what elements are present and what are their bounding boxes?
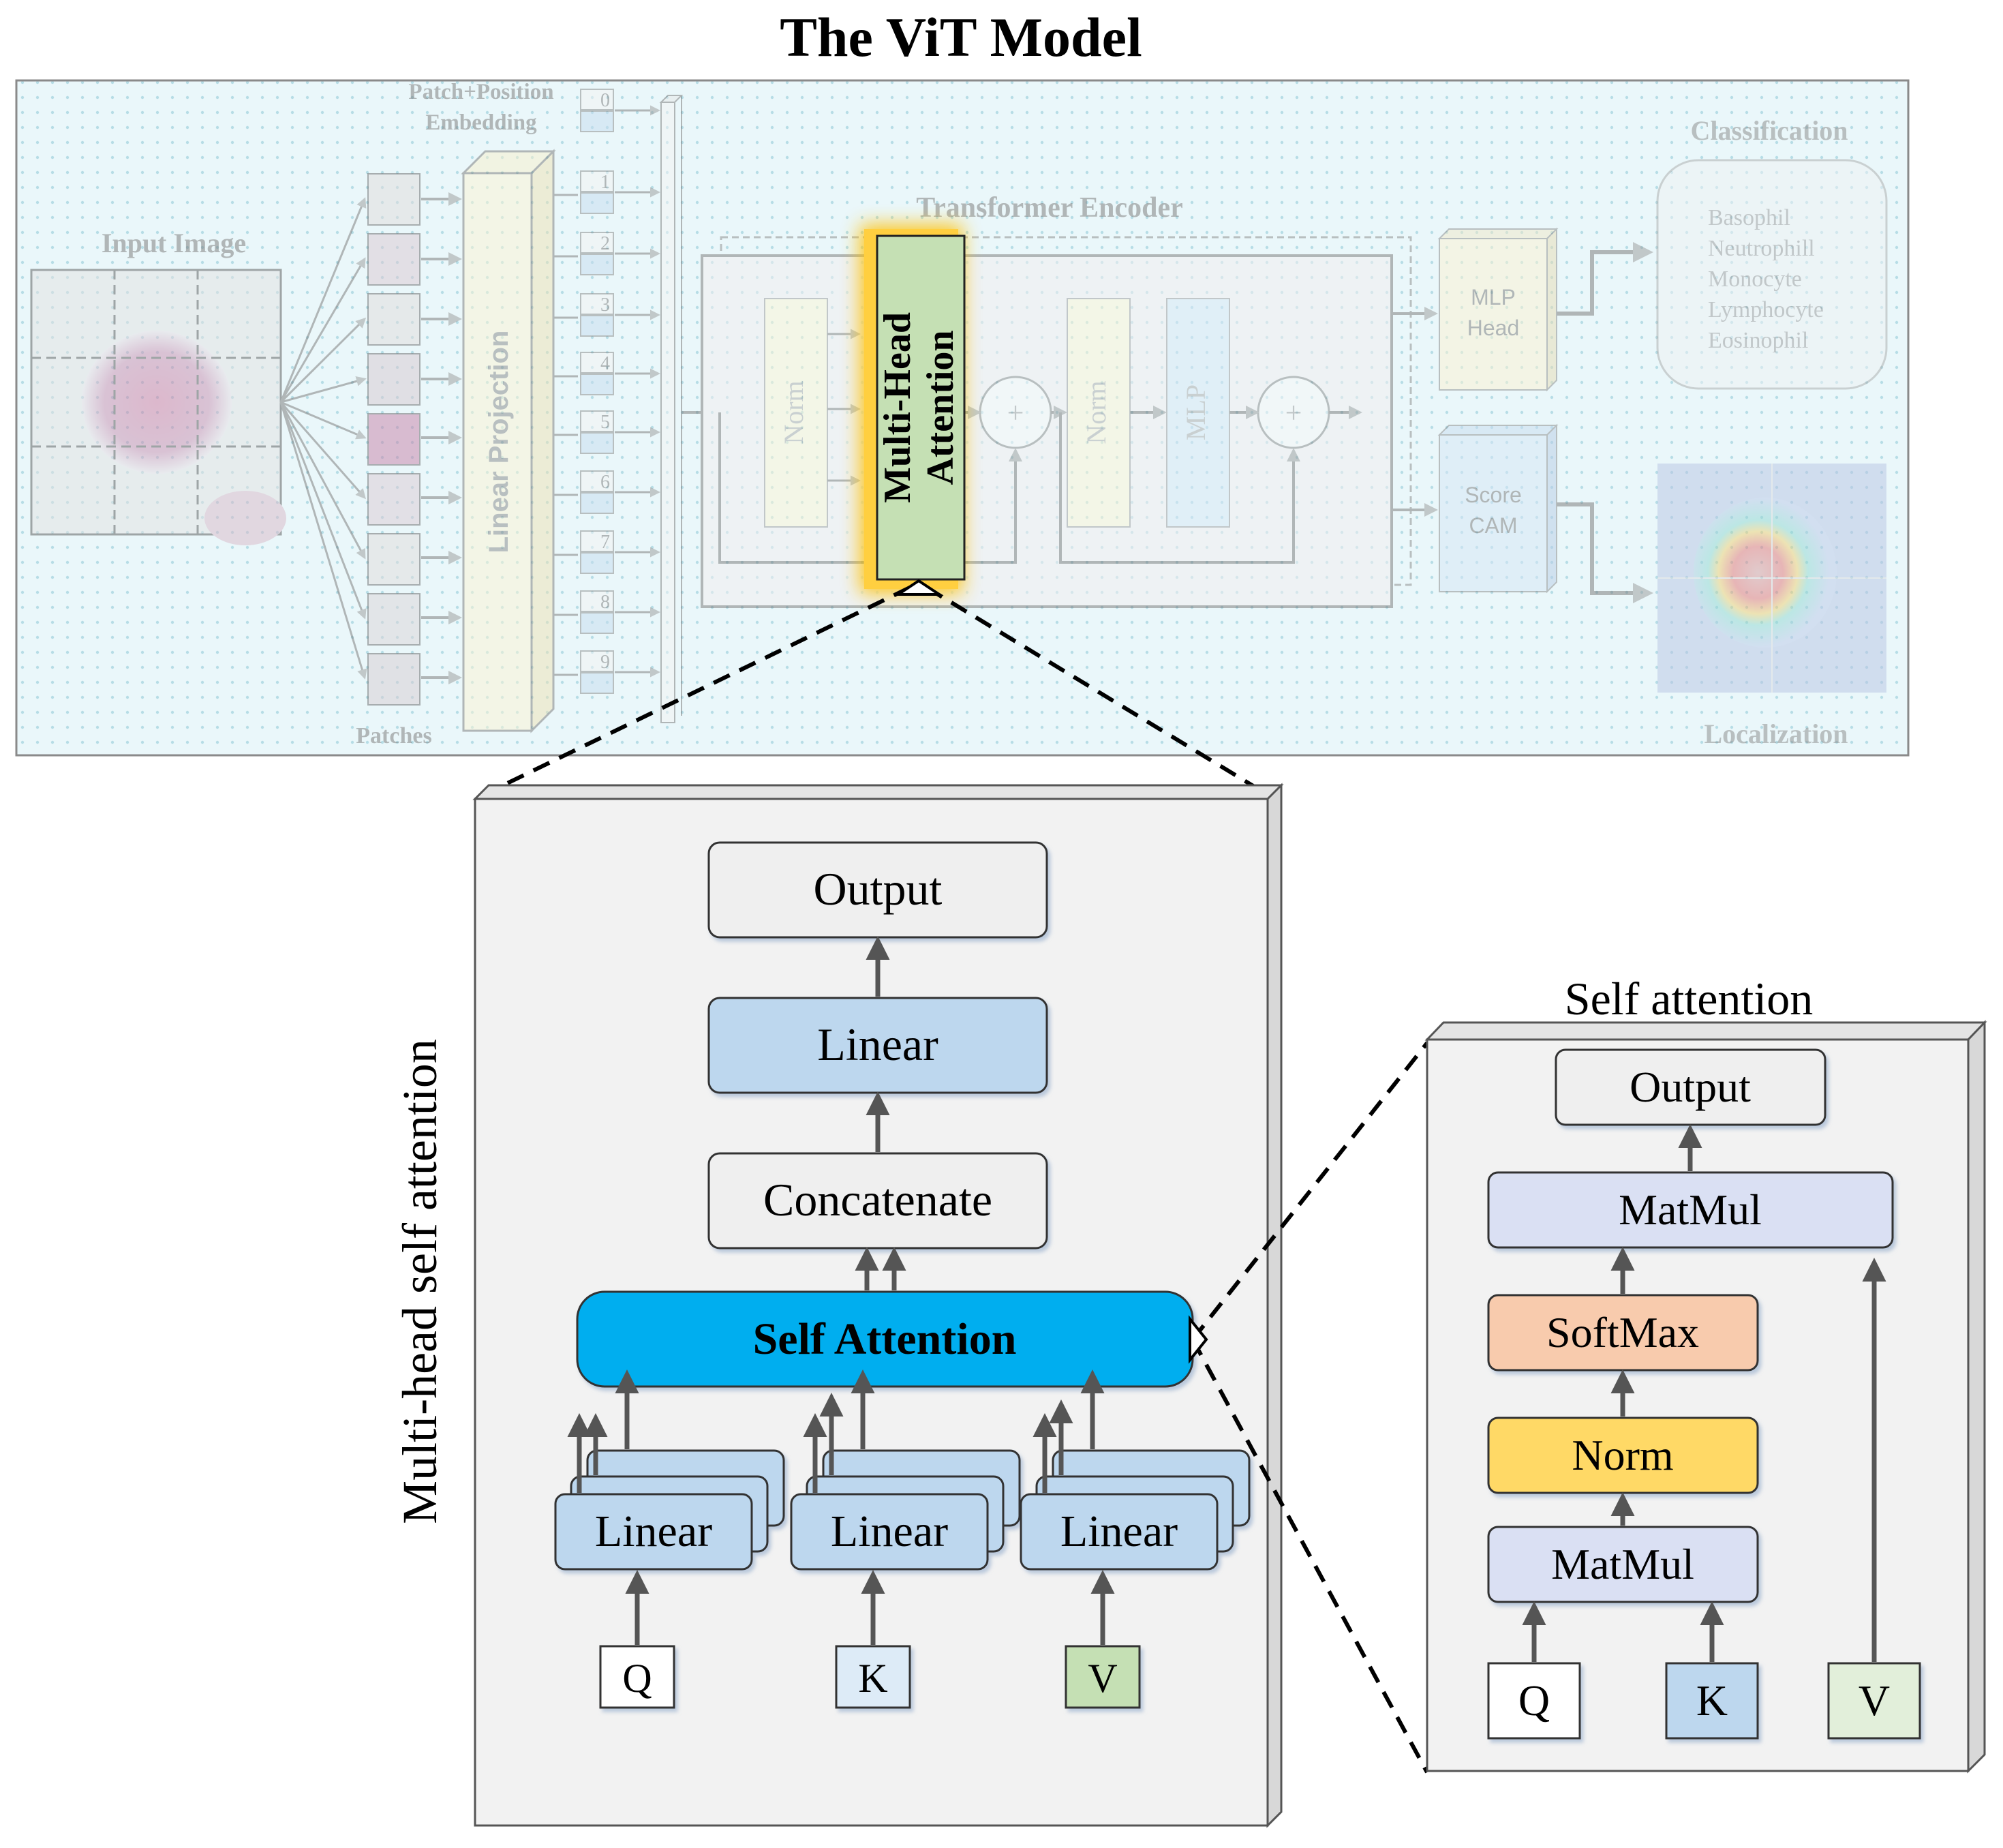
classification-box	[1656, 159, 1888, 390]
mhsa-linear-v-label: Linear	[1060, 1506, 1178, 1556]
head-output-arrows	[1557, 242, 1653, 603]
mhsa-concatenate-label: Concatenate	[763, 1174, 992, 1226]
score-cam-label-line1: Score	[1465, 483, 1522, 507]
mha-highlight: Multi-Head Attention	[860, 225, 966, 593]
mhsa-vertical-arrows	[855, 936, 906, 1290]
encoder-mlp-label: MLP	[1180, 384, 1211, 440]
zoom-notch	[893, 579, 944, 596]
mhsa-linear-k-stack	[790, 1449, 1021, 1571]
mhsa-output-label: Output	[814, 863, 943, 915]
sa-k-input	[1665, 1662, 1759, 1740]
mhsa-self-attention-label: Self Attention	[753, 1314, 1017, 1364]
position-indices: 0 1 2 3 4 5 6 7 8 9	[600, 90, 610, 673]
class-item: Monocyte	[1708, 267, 1802, 292]
position-index: 6	[600, 472, 610, 493]
mlp-head-label-line2: Head	[1467, 316, 1520, 340]
position-index: 4	[600, 353, 610, 374]
mhsa-q-label: Q	[622, 1656, 652, 1701]
mlp-head-block	[1437, 227, 1559, 392]
mhsa-q-input	[599, 1645, 675, 1709]
mhsa-linear-q-stack	[554, 1449, 785, 1571]
sa-softmax-label: SoftMax	[1546, 1308, 1699, 1357]
sa-zoom-notch	[1189, 1315, 1208, 1364]
position-embedding-tokens	[580, 89, 614, 694]
patch-to-projection-arrows	[421, 192, 462, 684]
position-index: 7	[600, 532, 610, 553]
linear-projection-label: Linear Projection	[484, 331, 514, 554]
mhsa-input-arrows	[625, 1570, 1115, 1645]
classification-label: Classification	[1690, 115, 1848, 146]
sa-k-label: K	[1696, 1676, 1728, 1725]
sa-norm-label: Norm	[1572, 1431, 1673, 1479]
mhsa-k-input	[835, 1645, 911, 1709]
sa-v-input	[1827, 1662, 1921, 1740]
sa-matmul-bottom-label: MatMul	[1551, 1540, 1694, 1588]
mhsa-linear-to-attention-arrows	[567, 1369, 1105, 1493]
position-index: 5	[600, 412, 610, 433]
sa-arrows	[1522, 1124, 1886, 1662]
encoder-norm2-label: Norm	[1081, 380, 1112, 444]
encoder-norm1-box	[764, 298, 828, 528]
zoom-lines-mha	[474, 586, 1283, 805]
position-index: 2	[600, 233, 610, 254]
encoder-norm2-box	[1067, 298, 1131, 528]
sa-q-input	[1487, 1662, 1581, 1740]
position-index: 8	[600, 592, 610, 613]
mha-block	[876, 234, 966, 581]
encoder-add2-symbol: +	[1285, 396, 1302, 429]
mha-label-line1: Multi-Head	[876, 312, 919, 503]
sa-panel	[1424, 1020, 1987, 1774]
patch-fan-lines	[279, 197, 367, 680]
embedding-label-line2: Embedding	[425, 110, 537, 135]
mhsa-linear-top-label: Linear	[817, 1018, 938, 1070]
norm1-to-mha-arrows	[827, 329, 861, 486]
encoder-add1-symbol: +	[1007, 396, 1024, 429]
mhsa-side-label: Multi-head self attention	[393, 1039, 447, 1524]
projection-to-token-arrows	[553, 194, 578, 676]
vit-overview-content: Input Image	[30, 80, 1888, 749]
position-index: 1	[600, 172, 610, 193]
mhsa-k-label: K	[858, 1656, 887, 1701]
patches-label: Patches	[356, 723, 431, 748]
sa-matmul-top-box	[1487, 1171, 1894, 1249]
class-list: Basophil Neutrophill Monocyte Lymphocyte…	[1708, 205, 1824, 353]
token-to-stack-arrows	[615, 105, 660, 678]
mhsa-linear-v-stack	[1020, 1449, 1251, 1571]
score-cam-block	[1437, 423, 1559, 594]
sa-v-label: V	[1859, 1676, 1890, 1725]
sa-matmul-bottom-box	[1487, 1526, 1759, 1603]
class-item: Basophil	[1708, 205, 1790, 230]
mhsa-linear-k-label: Linear	[831, 1506, 948, 1556]
transformer-encoder-label: Transformer Encoder	[916, 192, 1183, 224]
score-cam-label-line2: CAM	[1469, 513, 1517, 538]
embedding-label-line1: Patch+Position	[408, 80, 553, 104]
linear-projection-block	[461, 149, 556, 733]
sa-output-label: Output	[1630, 1063, 1751, 1111]
encoder-norm1-label: Norm	[778, 380, 809, 444]
mha-label-line2: Attention	[919, 330, 962, 485]
position-index: 0	[600, 90, 610, 111]
sa-title: Self attention	[1565, 973, 1813, 1025]
class-item: Eosinophil	[1708, 328, 1808, 353]
class-item: Neutrophill	[1708, 236, 1815, 261]
mhsa-linear-q-label: Linear	[595, 1506, 712, 1556]
position-index: 3	[600, 294, 610, 316]
zoom-lines-sa	[1191, 1042, 1429, 1774]
page-title: The ViT Model	[780, 6, 1142, 68]
mlp-head-label-line1: MLP	[1471, 285, 1516, 309]
token-stack	[659, 95, 684, 723]
localization-label: Localization	[1704, 718, 1848, 749]
patches	[367, 173, 421, 706]
localization-heatmap	[1657, 464, 1886, 693]
class-item: Lymphocyte	[1708, 297, 1824, 322]
mhsa-v-input	[1065, 1645, 1141, 1709]
position-index: 9	[600, 652, 610, 673]
sa-matmul-top-label: MatMul	[1619, 1185, 1762, 1234]
input-image	[30, 269, 286, 545]
sa-q-label: Q	[1518, 1676, 1550, 1725]
input-image-label: Input Image	[102, 228, 246, 258]
mhsa-v-label: V	[1088, 1656, 1117, 1701]
